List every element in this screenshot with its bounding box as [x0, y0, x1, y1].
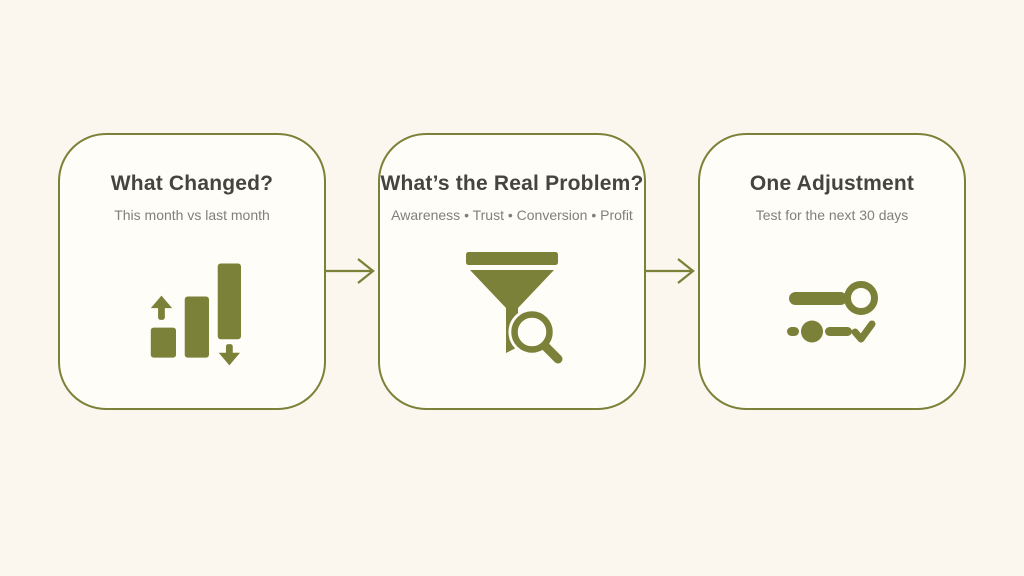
- arrow-right-icon: [646, 255, 698, 287]
- card-real-problem: What’s the Real Problem? Awareness • Tru…: [378, 133, 646, 410]
- arrow-right-icon: [326, 255, 378, 287]
- card-title: What’s the Real Problem?: [380, 172, 644, 195]
- card-subtitle: This month vs last month: [114, 207, 270, 223]
- process-diagram: What Changed? This month vs last month: [58, 133, 966, 410]
- card-subtitle: Test for the next 30 days: [755, 207, 909, 223]
- card-title: What Changed?: [110, 172, 274, 195]
- sliders-check-icon: [785, 225, 879, 408]
- card-one-adjustment: One Adjustment Test for the next 30 days: [698, 133, 966, 410]
- funnel-search-icon: [460, 225, 564, 408]
- card-subtitle: Awareness • Trust • Conversion • Profit: [391, 207, 633, 223]
- bar-chart-trend-icon: [144, 225, 241, 408]
- card-title: One Adjustment: [749, 172, 915, 195]
- card-what-changed: What Changed? This month vs last month: [58, 133, 326, 410]
